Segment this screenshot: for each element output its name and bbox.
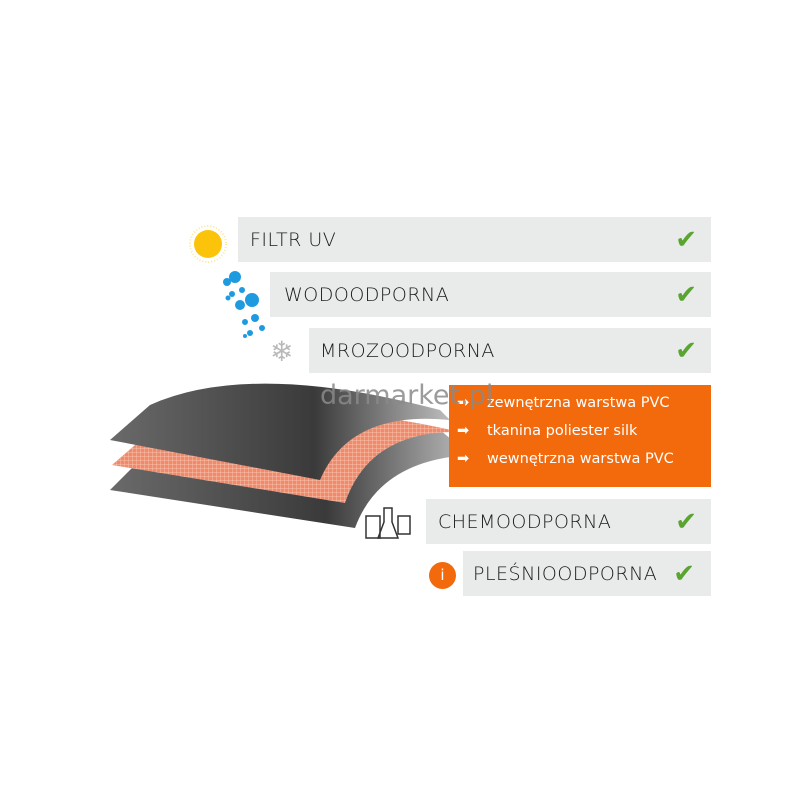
arrow-right-icon: ➡ <box>457 423 470 439</box>
arrow-right-icon: ➡ <box>457 451 470 467</box>
feature-row-waterproof: WODOODPORNA ✔ <box>270 272 711 317</box>
feature-label: WODOODPORNA <box>284 283 450 306</box>
snowflake-icon: ❄ <box>270 335 293 368</box>
sun-icon <box>189 225 227 263</box>
lab-glassware-icon <box>365 507 411 539</box>
feature-label: MROZOODPORNA <box>320 339 495 362</box>
layer-label: zewnętrzna warstwa PVC <box>487 395 670 411</box>
check-icon: ✔ <box>675 507 697 537</box>
layers-legend-box: ➡ zewnętrzna warstwa PVC ➡ tkanina poliest… <box>449 385 711 487</box>
check-icon: ✔ <box>675 336 697 366</box>
info-icon: i <box>429 562 456 589</box>
feature-label: PLEŚNIOODPORNA <box>473 562 658 585</box>
feature-label: CHEMOODPORNA <box>438 510 612 533</box>
feature-row-chemical-resistant: CHEMOODPORNA ✔ <box>426 499 711 544</box>
feature-row-mold-resistant: PLEŚNIOODPORNA ✔ <box>463 551 711 596</box>
feature-row-frost-resistant: MROZOODPORNA ✔ <box>309 328 711 373</box>
layer-item: ➡ zewnętrzna warstwa PVC <box>457 395 670 411</box>
layer-label: tkanina poliester silk <box>487 423 638 439</box>
water-drops-icon <box>223 271 265 338</box>
feature-row-uv-filter: FILTR UV ✔ <box>238 217 711 262</box>
layer-item: ➡ tkanina poliester silk <box>457 423 637 439</box>
check-icon: ✔ <box>675 225 697 255</box>
check-icon: ✔ <box>675 280 697 310</box>
arrow-right-icon: ➡ <box>457 395 470 411</box>
layer-item: ➡ wewnętrzna warstwa PVC <box>457 451 674 467</box>
outer-pvc-layer <box>110 383 450 480</box>
check-icon: ✔ <box>673 559 695 589</box>
feature-label: FILTR UV <box>250 228 337 251</box>
layer-label: wewnętrzna warstwa PVC <box>487 451 674 467</box>
watermark: darmarket.pl <box>320 380 494 411</box>
